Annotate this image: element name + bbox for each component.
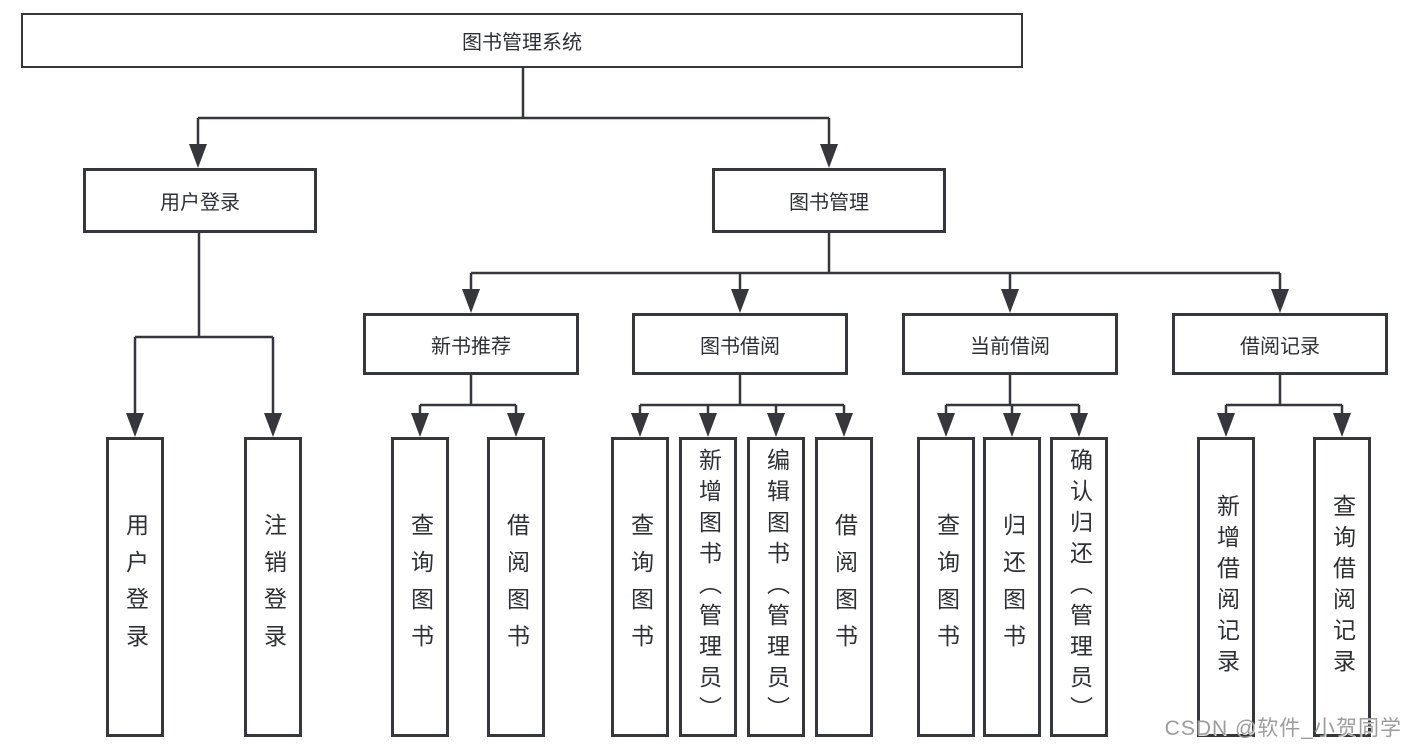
arrowheads	[126, 144, 1351, 437]
leaf-label: 注销登录	[260, 513, 287, 661]
node-label: 图书管理	[789, 192, 869, 214]
leaf-label: 借阅图书	[503, 513, 530, 661]
leaf-label: 查询图书	[407, 513, 434, 661]
leaf-query-books-current: 查询图书	[917, 437, 975, 737]
leaf-query-books-borrowing: 查询图书	[611, 437, 669, 737]
csdn-watermark: CSDN @软件_小贺同学	[1164, 717, 1402, 740]
leaf-logout: 注销登录	[244, 437, 302, 737]
leaf-borrow-books: 借阅图书	[815, 437, 873, 737]
leaf-add-books-admin: 新增图书（管理员）	[679, 437, 737, 737]
leaf-label: 归还图书	[999, 513, 1026, 661]
node-label: 当前借阅	[970, 335, 1050, 358]
leaf-confirm-return-admin: 确认归还（管理员）	[1050, 437, 1108, 737]
node-current-borrowing: 当前借阅	[902, 313, 1118, 375]
leaf-label: 查询图书	[933, 513, 960, 661]
leaf-user-login: 用户登录	[106, 437, 164, 737]
leaf-label: 用户登录	[122, 513, 149, 661]
node-label: 借阅记录	[1240, 335, 1320, 358]
leaf-label: 新增图书（管理员）	[695, 447, 722, 727]
leaf-query-books-recommend: 查询图书	[391, 437, 449, 737]
node-new-book-recommend: 新书推荐	[363, 313, 579, 375]
node-library-management-system: 图书管理系统	[21, 13, 1023, 68]
leaf-label: 查询借阅记录	[1329, 494, 1356, 680]
leaf-label: 编辑图书（管理员）	[763, 447, 790, 727]
leaf-label: 新增借阅记录	[1213, 494, 1240, 680]
node-label: 用户登录	[160, 192, 240, 214]
node-label: 新书推荐	[431, 335, 511, 358]
leaf-edit-books-admin: 编辑图书（管理员）	[747, 437, 805, 737]
node-user-login: 用户登录	[83, 168, 317, 233]
leaf-add-borrow-record: 新增借阅记录	[1197, 437, 1255, 737]
leaf-borrow-books-recommend: 借阅图书	[487, 437, 545, 737]
node-borrowing-records: 借阅记录	[1172, 313, 1388, 375]
leaf-label: 确认归还（管理员）	[1066, 447, 1093, 727]
node-book-borrowing: 图书借阅	[632, 313, 848, 375]
leaf-label: 借阅图书	[831, 513, 858, 661]
leaf-label: 查询图书	[627, 513, 654, 661]
node-label: 图书借阅	[700, 335, 780, 358]
leaf-return-books: 归还图书	[983, 437, 1041, 737]
node-book-management: 图书管理	[712, 168, 946, 233]
leaf-query-borrow-record: 查询借阅记录	[1313, 437, 1371, 737]
node-label: 图书管理系统	[462, 32, 582, 54]
